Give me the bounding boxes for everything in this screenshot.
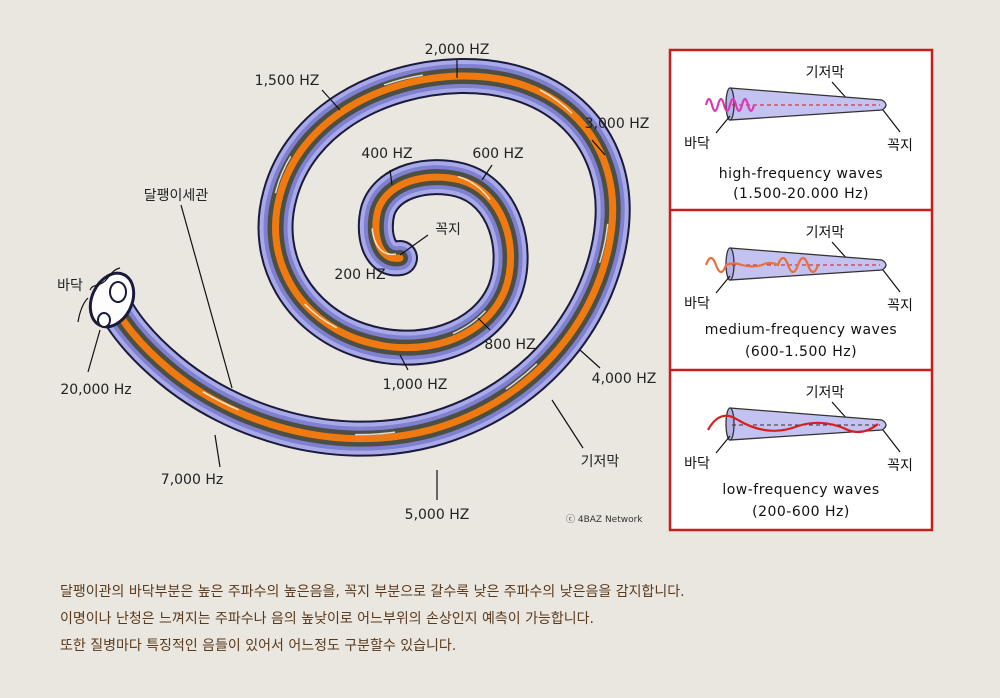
panel-left-label: 바닥 xyxy=(684,136,710,152)
freq-label: 7,000 Hz xyxy=(161,472,223,488)
freq-label: 4,000 HZ xyxy=(592,371,657,387)
panel-medium-frequency: 기저막 바닥 꼭지 medium-frequency waves (600-1.… xyxy=(684,225,913,360)
freq-label: 800 HZ xyxy=(484,337,535,353)
panel-range: (600-1.500 Hz) xyxy=(745,344,857,360)
panel-top-label: 기저막 xyxy=(806,65,845,81)
panel-title: high-frequency waves xyxy=(719,166,883,182)
freq-label: 1,500 HZ xyxy=(255,73,320,89)
base-label: 바닥 xyxy=(57,278,83,294)
caption-line: 또한 질병마다 특징적인 음들이 있어서 어느정도 구분할수 있습니다. xyxy=(60,638,457,654)
frequency-panels: 기저막 바닥 꼭지 high-frequency waves (1.500-20… xyxy=(668,48,934,532)
panel-range: (200-600 Hz) xyxy=(752,504,850,520)
freq-label: 5,000 HZ xyxy=(405,507,470,523)
apex-label: 꼭지 xyxy=(435,222,461,238)
medium-frequency-wave xyxy=(704,256,820,274)
panel-right-label: 꼭지 xyxy=(887,458,913,474)
credit-text: ⓒ 4BAZ Network xyxy=(566,514,643,525)
panel-high-frequency: 기저막 바닥 꼭지 high-frequency waves (1.500-20… xyxy=(684,65,913,202)
caption-line: 달팽이관의 바닥부분은 높은 주파수의 높은음을, 꼭지 부분으로 갈수록 낮은… xyxy=(60,584,685,600)
freq-label: 1,000 HZ xyxy=(383,377,448,393)
caption-line: 이명이나 난청은 느껴지는 주파수나 음의 높낮이로 어느부위의 손상인지 예측… xyxy=(60,611,594,627)
panel-range: (1.500-20.000 Hz) xyxy=(733,186,869,202)
low-frequency-wave xyxy=(707,414,879,434)
freq-label: 600 HZ xyxy=(472,146,523,162)
freq-label: 2,000 HZ xyxy=(425,42,490,58)
panel-right-label: 꼭지 xyxy=(887,138,913,154)
freq-label: 200 HZ xyxy=(334,267,385,283)
freq-label: 400 HZ xyxy=(361,146,412,162)
panel-low-frequency: 기저막 바닥 꼭지 low-frequency waves (200-600 H… xyxy=(684,385,913,520)
panel-top-label: 기저막 xyxy=(806,385,845,401)
leader-lines xyxy=(77,60,606,500)
panel-left-label: 바닥 xyxy=(684,456,710,472)
freq-label: 3,000 HZ xyxy=(585,116,650,132)
caption: 달팽이관의 바닥부분은 높은 주파수의 높은음을, 꼭지 부분으로 갈수록 낮은… xyxy=(60,579,960,660)
cochlear-duct-label: 달팽이세관 xyxy=(144,188,209,204)
cochlea-base-opening xyxy=(88,271,136,329)
panel-title: medium-frequency waves xyxy=(705,322,897,338)
cochlea-diagram: 2,000 HZ 1,500 HZ 3,000 HZ 400 HZ 600 HZ… xyxy=(57,42,934,532)
panel-right-label: 꼭지 xyxy=(887,298,913,314)
cochlea-spiral xyxy=(108,72,613,439)
basilar-membrane-label: 기저막 xyxy=(581,454,620,470)
frequency-labels: 2,000 HZ 1,500 HZ 3,000 HZ 400 HZ 600 HZ… xyxy=(60,42,656,523)
panel-left-label: 바닥 xyxy=(684,296,710,312)
freq-label: 20,000 Hz xyxy=(60,382,131,398)
high-frequency-wave xyxy=(704,97,756,113)
panel-top-label: 기저막 xyxy=(806,225,845,241)
panel-title: low-frequency waves xyxy=(722,482,879,498)
